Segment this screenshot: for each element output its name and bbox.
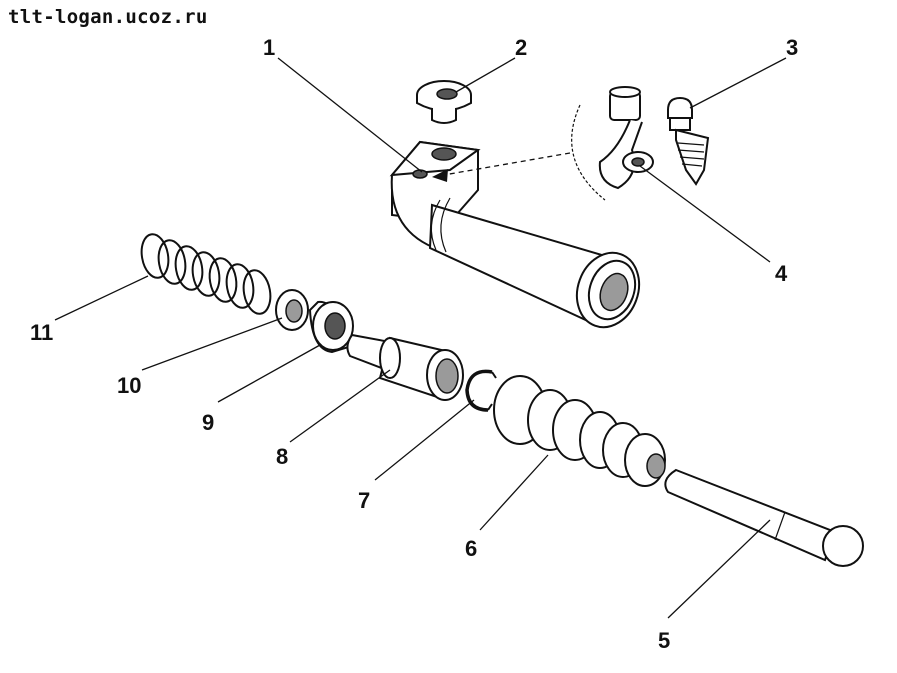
- detail-inset: [432, 86, 654, 201]
- part-reservoir-cap: [416, 80, 472, 124]
- callout-9: 9: [202, 410, 214, 435]
- part-push-rod: [664, 468, 864, 567]
- part-piston: [346, 333, 464, 401]
- callout-2: 2: [515, 35, 527, 60]
- leader-lines: [54, 57, 787, 619]
- callout-11: 11: [30, 320, 53, 345]
- callout-4: 4: [775, 261, 788, 286]
- callout-labels: 1 2 3 4 5 6 7 8 9 10 11: [30, 35, 798, 653]
- callout-5: 5: [658, 628, 670, 653]
- callout-3: 3: [786, 35, 798, 60]
- part-primary-seal: [308, 300, 354, 354]
- callout-7: 7: [358, 488, 370, 513]
- part-spring-washer: [275, 289, 309, 331]
- part-bleed-screw: [667, 96, 710, 186]
- part-master-cylinder-body: [389, 140, 641, 329]
- part-dust-boot: [493, 375, 666, 487]
- callout-8: 8: [276, 444, 288, 469]
- part-circlip: [465, 369, 497, 412]
- callout-1: 1: [263, 35, 275, 60]
- callout-10: 10: [117, 373, 141, 398]
- callout-6: 6: [465, 536, 477, 561]
- watermark-text: tlt-logan.ucoz.ru: [8, 6, 208, 28]
- part-return-spring: [140, 233, 272, 315]
